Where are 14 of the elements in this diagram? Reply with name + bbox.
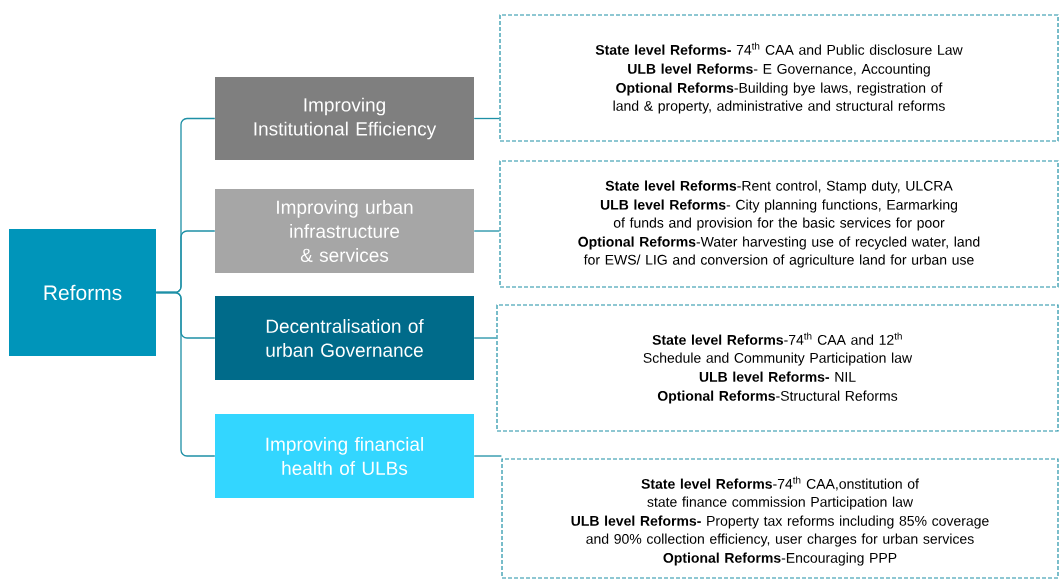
- connector-line: [473, 230, 501, 232]
- detail-box: State level Reforms-74$^{th}$ CAA,onstitution of state finance commission Participation law ULB level Reforms- Property tax reforms including 85% coverage and 90% collection efficiency, user charges for urban services Optional Reforms-Encouraging PPP: [501, 458, 1059, 579]
- category-box: Improving financial health of ULBs: [215, 414, 474, 498]
- detail-box: State level Reforms- 74$^{th}$ CAA and Public disclosure Law ULB level Reforms- E Governance, Accounting Optional Reforms-Building bye laws, registration of land & property, administrative and structural reforms: [499, 14, 1059, 142]
- category-box: Improving Institutional Efficiency: [215, 77, 474, 160]
- connector-line: [473, 455, 503, 457]
- category-box: Decentralisation of urban Governance: [215, 296, 474, 380]
- connector-line: [473, 117, 501, 120]
- root-box: Reforms: [9, 229, 156, 356]
- connector-line: [473, 337, 498, 339]
- detail-box: State level Reforms-74$^{th}$ CAA and 12$^{th}$ Schedule and Community Participation law ULB level Reforms- NIL Optional Reforms-Structural Reforms: [496, 304, 1059, 432]
- category-box: Improving urban infrastructure & services: [215, 189, 474, 273]
- detail-box: State level Reforms-Rent control, Stamp duty, ULCRA ULB level Reforms- City planning functions, Earmarking of funds and provision for the basic services for poor Optional Reforms-Water harvesting use of recycled water, land for EWS/ LIG and conversion of agriculture land for urban use: [499, 160, 1059, 288]
- bracket-line: [155, 291, 216, 457]
